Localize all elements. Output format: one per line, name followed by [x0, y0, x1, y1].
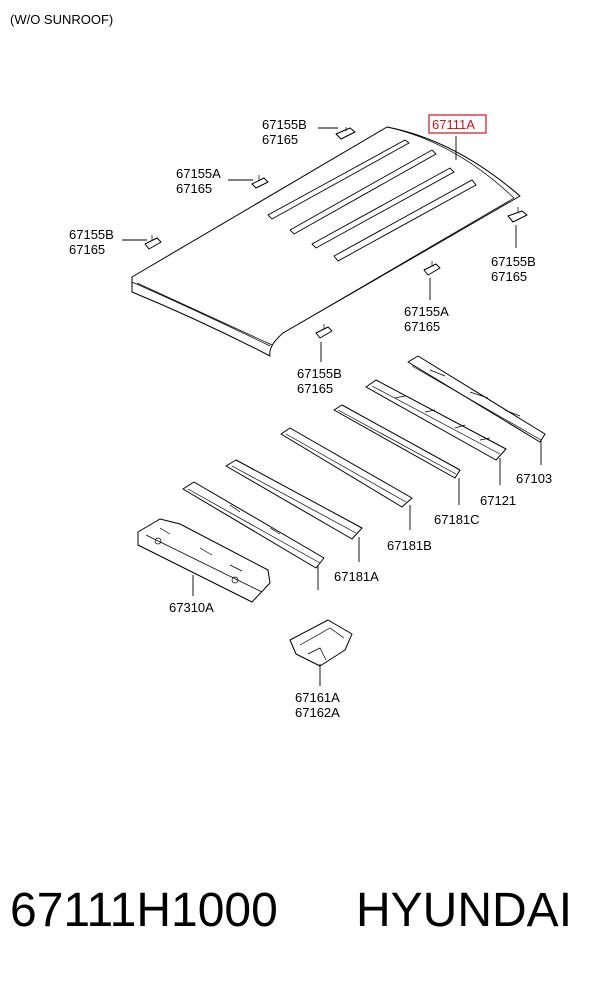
label-clip-left-a: 67155B — [69, 227, 114, 242]
part-labels: 67111A 67155B 67165 67155A 67165 67155B … — [69, 114, 552, 720]
label-bow-b: 67181B — [387, 538, 432, 553]
label-clip-right-b: 67165 — [491, 269, 527, 284]
rear-inner-rail — [365, 379, 507, 461]
clip-right — [507, 207, 528, 223]
label-bracket-b: 67162A — [295, 705, 340, 720]
label-front-header: 67310A — [169, 600, 214, 615]
front-bow — [182, 481, 325, 569]
label-clip-center-b: 67165 — [404, 319, 440, 334]
header-note: (W/O SUNROOF) — [10, 12, 113, 27]
label-clip-top-b: 67165 — [262, 132, 298, 147]
highlight-box — [428, 114, 487, 134]
clip-top — [335, 127, 356, 140]
roof-bow-c — [333, 404, 461, 479]
label-rail-rear: 67103 — [516, 471, 552, 486]
label-bow-c: 67181C — [434, 512, 480, 527]
clip-low — [315, 324, 333, 339]
front-header — [137, 518, 271, 603]
roof-panel — [131, 126, 521, 357]
label-clip-upper-b: 67165 — [176, 181, 212, 196]
roof-bow-a — [225, 459, 363, 540]
roof-bracket — [289, 619, 353, 667]
label-clip-top-a: 67155B — [262, 117, 307, 132]
part-number: 67111H1000 — [10, 884, 278, 937]
label-bow-a: 67181A — [334, 569, 379, 584]
clip-upper — [251, 175, 269, 189]
leader-lines — [122, 127, 542, 686]
label-clip-left-b: 67165 — [69, 242, 105, 257]
brand-name: HYUNDAI — [356, 884, 572, 937]
label-bracket-a: 67161A — [295, 690, 340, 705]
rear-rail — [407, 355, 546, 443]
label-clip-upper-a: 67155A — [176, 166, 221, 181]
label-clip-center-a: 67155A — [404, 304, 449, 319]
label-rail-rear-inner: 67121 — [480, 493, 516, 508]
label-clip-right-a: 67155B — [491, 254, 536, 269]
label-clip-low-b: 67165 — [297, 381, 333, 396]
label-highlighted-part: 67111A — [432, 117, 475, 132]
label-clip-low-a: 67155B — [297, 366, 342, 381]
clip-center — [423, 261, 441, 276]
roof-bow-b — [280, 427, 413, 508]
clip-left — [144, 235, 162, 250]
